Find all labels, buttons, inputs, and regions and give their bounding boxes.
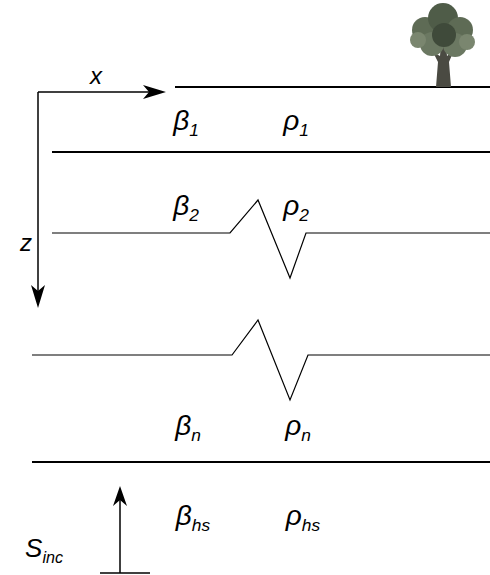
tree-icon: [410, 3, 475, 87]
density: ρhs: [286, 502, 320, 530]
shear-velocity: βn: [175, 412, 201, 440]
layer-interface: [52, 151, 490, 153]
incident-wave-arrow: [119, 500, 121, 573]
halfspace-interface: [32, 461, 490, 463]
incident-wave-base: [100, 572, 150, 574]
density: ρ2: [283, 192, 309, 220]
density: ρn: [285, 412, 311, 440]
axis-label: z: [20, 231, 32, 255]
x-axis-arrowhead: [143, 85, 166, 99]
shear-velocity: βhs: [176, 502, 210, 530]
shear-velocity: β1: [173, 107, 199, 135]
z-axis: [37, 92, 39, 295]
shear-velocity: β2: [173, 192, 199, 220]
axis-label: x: [90, 64, 102, 88]
layer-break-line: [52, 200, 490, 278]
z-axis-arrowhead: [31, 285, 45, 308]
layer-break-line: [32, 320, 490, 400]
incident-wave-arrowhead: [113, 486, 127, 506]
density: ρ1: [283, 107, 309, 135]
x-axis: [38, 91, 150, 93]
incident-wave-label: Sinc: [25, 535, 63, 561]
